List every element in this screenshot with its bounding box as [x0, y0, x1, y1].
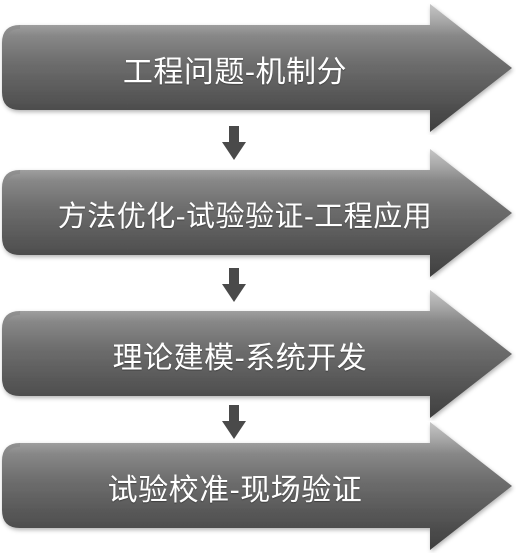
step-4-arrow-shape — [2, 422, 512, 550]
step-2-arrow-shape — [2, 149, 512, 277]
step-1-arrow: 工程问题-机制分 — [0, 2, 516, 135]
step-4-arrow: 试验校准-现场验证 — [0, 420, 516, 553]
step-3-label: 理论建模-系统开发 — [112, 340, 368, 376]
step-3-arrow-shape — [2, 290, 512, 418]
step-2-arrow: 方法优化-试验验证-工程应用 — [0, 147, 516, 280]
down-arrow-icon — [222, 268, 246, 304]
step-4-label: 试验校准-现场验证 — [107, 472, 363, 508]
step-1-label: 工程问题-机制分 — [122, 54, 348, 90]
down-arrow-icon — [222, 126, 246, 162]
step-1-arrow-shape — [2, 4, 512, 132]
step-3-arrow: 理论建模-系统开发 — [0, 288, 516, 421]
down-arrow-icon — [222, 405, 246, 441]
step-2-label: 方法优化-试验验证-工程应用 — [57, 198, 433, 233]
